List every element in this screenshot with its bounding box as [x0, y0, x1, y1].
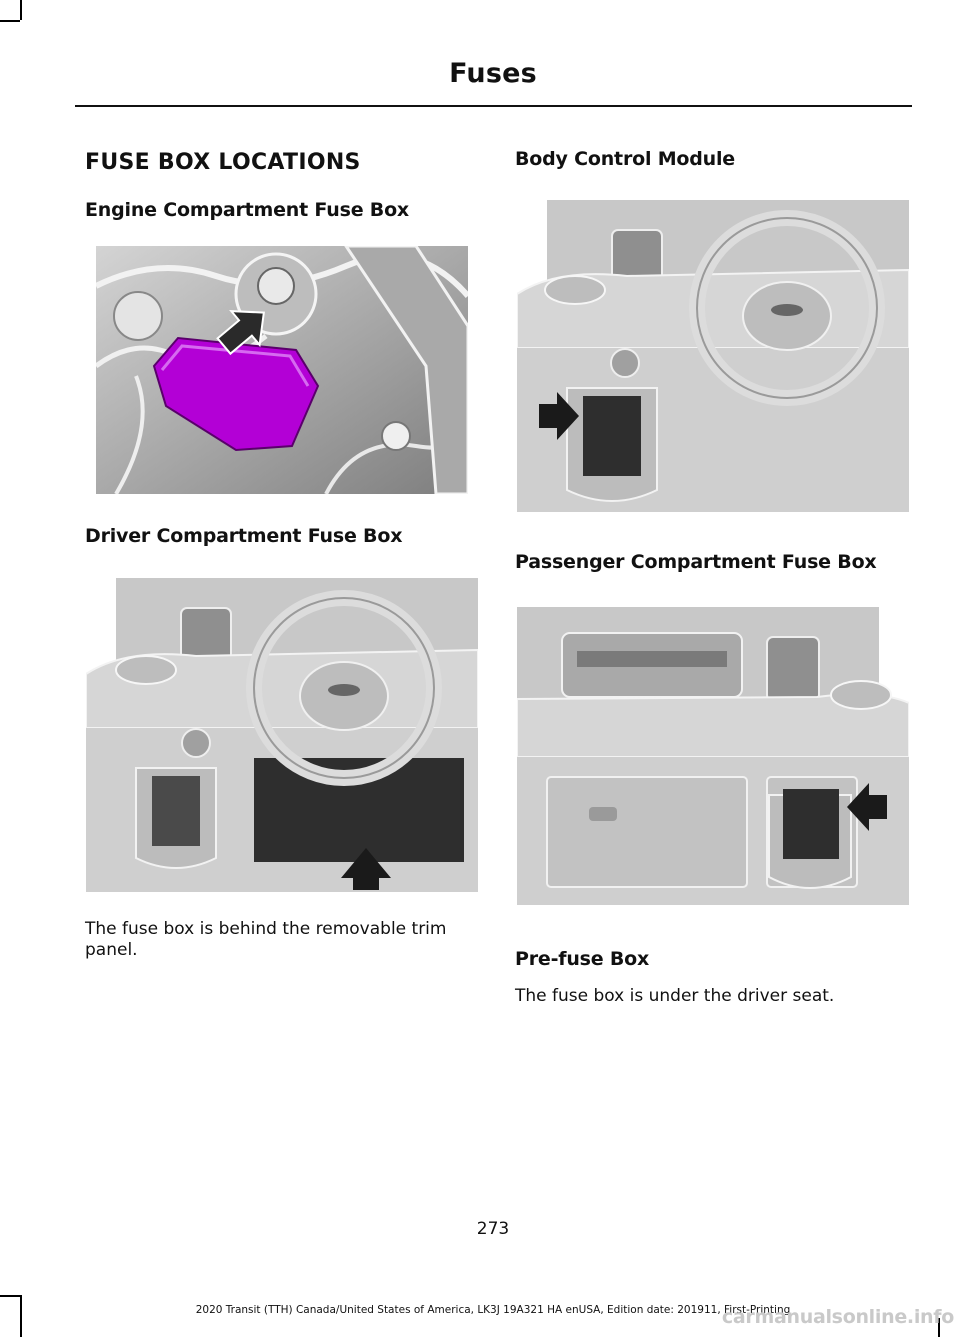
driver-compartment-illustration — [86, 578, 478, 892]
crop-mark-bottom-right-v — [938, 1318, 940, 1337]
passenger-fuse-box-heading: Passenger Compartment Fuse Box — [515, 551, 877, 573]
passenger-compartment-illustration — [517, 607, 909, 905]
crop-mark-bottom-left-v — [20, 1295, 22, 1337]
page-title: Fuses — [449, 58, 537, 89]
engine-fuse-box-heading: Engine Compartment Fuse Box — [85, 199, 409, 221]
crop-mark-top-left-h — [0, 20, 20, 22]
driver-fuse-box-heading: Driver Compartment Fuse Box — [85, 525, 403, 547]
crop-mark-top-left-v — [20, 0, 22, 20]
driver-fuse-box-description: The fuse box is behind the removable tri… — [85, 919, 447, 960]
page-number: 273 — [476, 1219, 510, 1239]
watermark-text: carmanualsonline.info — [721, 1306, 954, 1328]
edition-line: 2020 Transit (TTH) Canada/United States … — [195, 1304, 791, 1316]
engine-compartment-illustration — [96, 246, 468, 494]
body-control-module-illustration — [517, 200, 909, 512]
pre-fuse-box-description: The fuse box is under the driver seat. — [515, 986, 835, 1006]
section-heading: FUSE BOX LOCATIONS — [85, 150, 361, 175]
pre-fuse-box-heading: Pre-fuse Box — [515, 948, 650, 970]
crop-mark-bottom-left-h — [0, 1295, 20, 1297]
body-control-module-heading: Body Control Module — [515, 148, 735, 170]
header-divider — [75, 105, 912, 107]
